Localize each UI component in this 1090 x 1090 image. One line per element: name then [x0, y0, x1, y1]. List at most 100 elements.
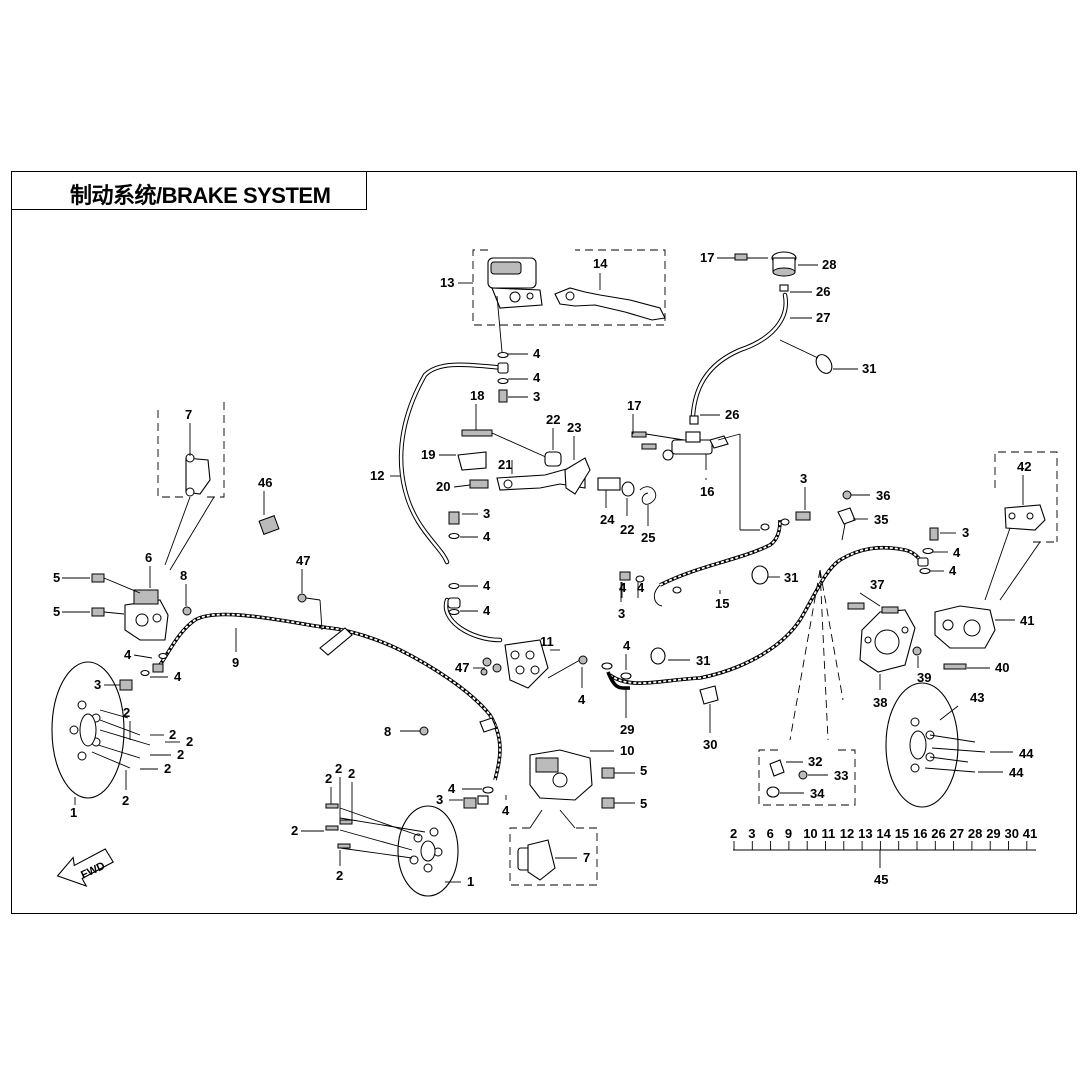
diagram-frame: [11, 171, 1077, 914]
callout-46: 46: [258, 475, 272, 490]
kit-45-member-29: 29: [986, 826, 1000, 841]
callout-31: 31: [696, 653, 710, 668]
brake-lever-14: [554, 287, 666, 321]
callout-34: 34: [810, 786, 825, 801]
callout-2: 2: [123, 705, 130, 720]
callout-4: 4: [174, 669, 182, 684]
callout-29: 29: [620, 722, 634, 737]
bracket-19: [457, 451, 487, 471]
group-box-32-34: [758, 749, 856, 806]
callout-2: 2: [164, 761, 171, 776]
kit-45-member-14: 14: [876, 826, 891, 841]
callout-3: 3: [962, 525, 969, 540]
bolt-3c: [448, 511, 460, 525]
callout-12: 12: [370, 468, 384, 483]
callout-28: 28: [822, 257, 836, 272]
brake-pad-7a: [185, 453, 211, 497]
callout-4: 4: [483, 529, 491, 544]
callout-40: 40: [995, 660, 1009, 675]
kit-45-member-12: 12: [840, 826, 854, 841]
leader-line: [133, 654, 153, 659]
callout-4: 4: [483, 603, 491, 618]
bolt-17b: [631, 431, 647, 438]
callout-3: 3: [533, 389, 540, 404]
clip-31c: [650, 647, 666, 665]
callout-4: 4: [619, 580, 627, 595]
kit-45-member-15: 15: [895, 826, 909, 841]
callout-44: 44: [1019, 746, 1034, 761]
callout-2: 2: [186, 734, 193, 749]
callout-19: 19: [421, 447, 435, 462]
group-box-7-left: [157, 402, 225, 498]
callout-38: 38: [873, 695, 887, 710]
bolt-36: [842, 490, 852, 500]
callout-31: 31: [784, 570, 798, 585]
callout-37: 37: [870, 577, 884, 592]
front-caliper-6: [124, 589, 169, 641]
callout-8: 8: [384, 724, 391, 739]
callout-14: 14: [593, 256, 608, 271]
callout-36: 36: [876, 488, 890, 503]
rear-caliper-41: [934, 605, 996, 649]
callout-21: 21: [498, 457, 512, 472]
callout-20: 20: [436, 479, 450, 494]
bushing-22: [544, 451, 562, 467]
bolt-20: [469, 479, 489, 489]
switch-30: [699, 685, 719, 705]
callout-2: 2: [348, 766, 355, 781]
kit-45-member-27: 27: [950, 826, 964, 841]
kit-45-member-9: 9: [785, 826, 792, 841]
callout-17: 17: [627, 398, 641, 413]
callout-15: 15: [715, 596, 729, 611]
bolt-37b: [881, 606, 899, 614]
callout-33: 33: [834, 768, 848, 783]
kit-45-member-16: 16: [913, 826, 927, 841]
callout-2: 2: [291, 823, 298, 838]
callout-10: 10: [620, 743, 634, 758]
callout-44: 44: [1009, 765, 1024, 780]
rear-disc-43: [885, 682, 959, 808]
callout-4: 4: [448, 781, 456, 796]
washer: [158, 652, 168, 660]
callout-5: 5: [53, 570, 60, 585]
washer: [140, 669, 150, 677]
callout-27: 27: [816, 310, 830, 325]
callout-13: 13: [440, 275, 454, 290]
kit-45-member-2: 2: [730, 826, 737, 841]
callout-24: 24: [600, 512, 615, 527]
kit-45-member-13: 13: [858, 826, 872, 841]
callout-4: 4: [578, 692, 586, 707]
bolt-17: [734, 253, 748, 261]
callout-2: 2: [169, 727, 176, 742]
front-caliper-10: [529, 749, 593, 801]
front-disc-right-1: [397, 805, 459, 897]
kit-45-member-10: 10: [803, 826, 817, 841]
callout-5: 5: [640, 796, 647, 811]
callout-23: 23: [567, 420, 581, 435]
callout-9: 9: [232, 655, 239, 670]
callout-25: 25: [641, 530, 655, 545]
clip-31b: [751, 565, 769, 585]
callout-1: 1: [70, 805, 77, 820]
spring-25: [639, 486, 657, 505]
caliper-bracket-38: [859, 609, 916, 673]
callout-16: 16: [700, 484, 714, 499]
abs-block-11: [504, 639, 549, 689]
kit-45-member-30: 30: [1005, 826, 1019, 841]
kit-45-member-41: 41: [1023, 826, 1037, 841]
kit-45-member-26: 26: [931, 826, 945, 841]
kit-45-member-6: 6: [767, 826, 774, 841]
group-box-7-right: [509, 827, 598, 886]
callout-47: 47: [296, 553, 310, 568]
callout-26: 26: [725, 407, 739, 422]
bushing-22b: [621, 481, 635, 497]
washer: [497, 351, 509, 359]
front-disc-left-1: [51, 661, 125, 799]
group-box-13-14: [472, 249, 666, 326]
banjo-bolt: [498, 389, 508, 403]
master-cylinder-16: [662, 415, 729, 470]
sensor-35: [837, 507, 856, 525]
bracket-23: [564, 457, 591, 495]
callout-32: 32: [808, 754, 822, 769]
